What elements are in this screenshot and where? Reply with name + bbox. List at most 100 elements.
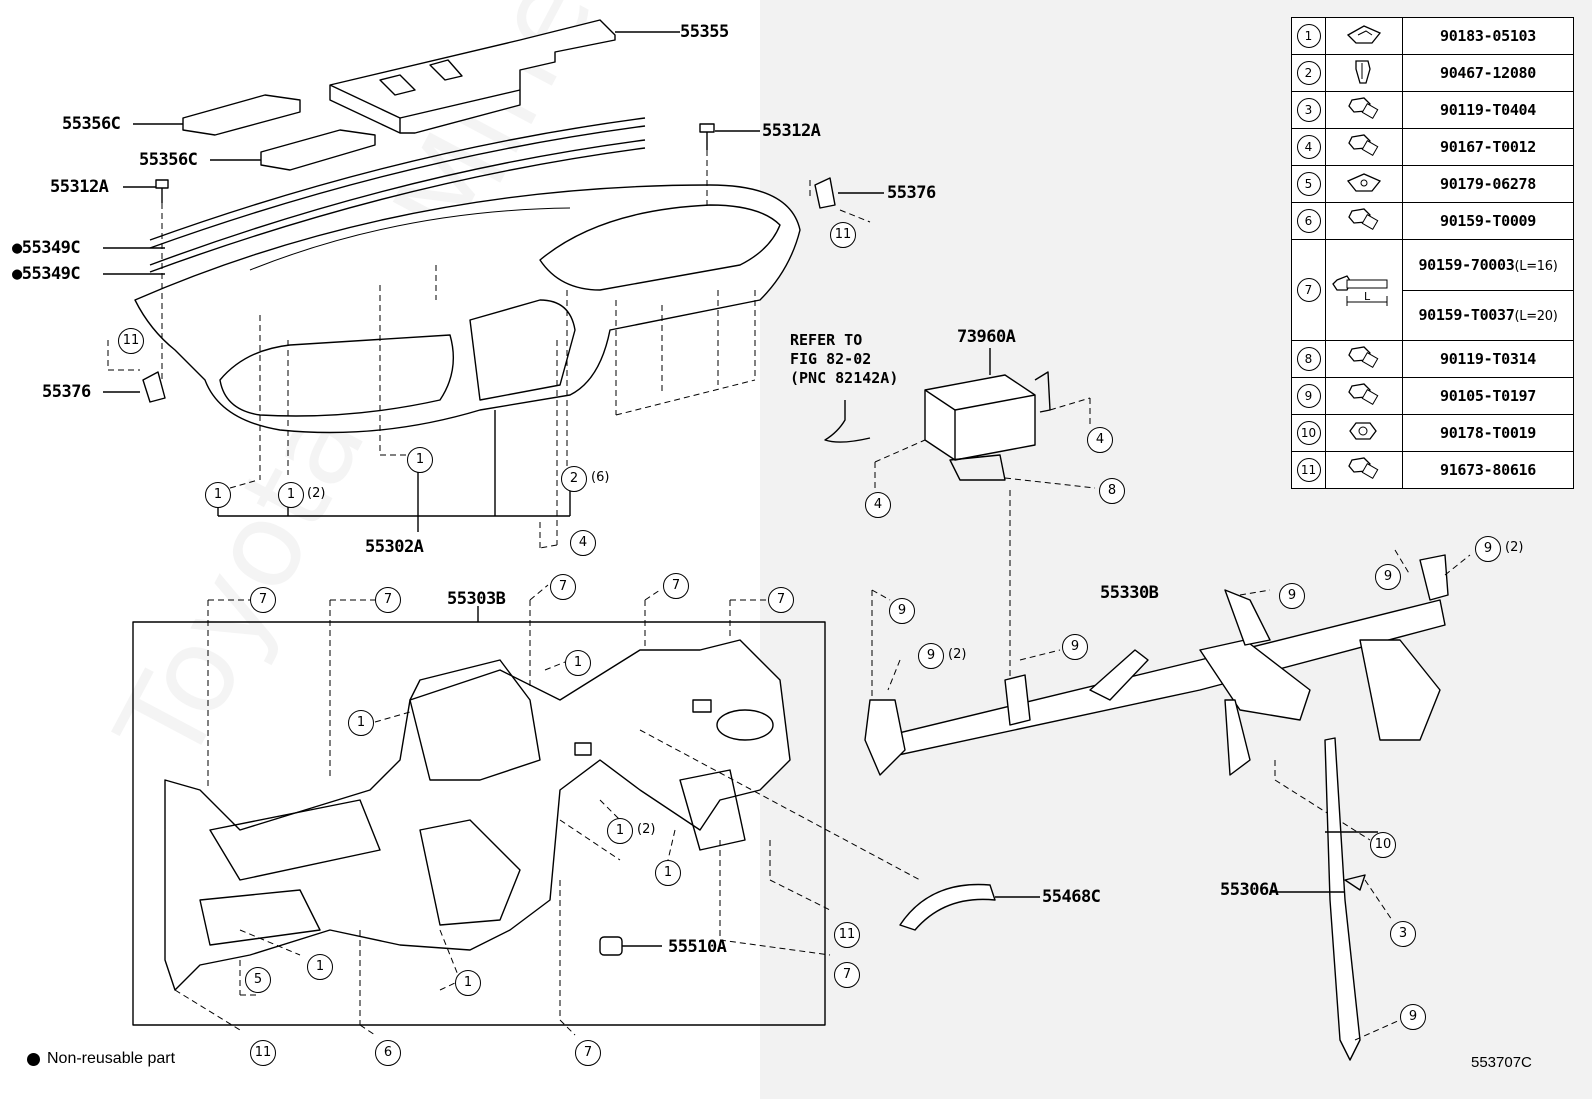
callout-8: 8: [1099, 478, 1125, 504]
table-row: 7 L 90159-70003(L=16): [1291, 239, 1574, 341]
table-row: 10 90178-T0019: [1291, 414, 1574, 452]
ecu-73960a-shape: [924, 371, 1051, 481]
legend-text: Non-reusable part: [47, 1050, 176, 1067]
row-number: 5: [1296, 172, 1321, 196]
callout-7: 7: [575, 1040, 601, 1066]
figure-id: 553707C: [1471, 1054, 1532, 1071]
part-label-55303b: 55303B: [447, 589, 506, 609]
part-label-55302a: 55302A: [365, 537, 424, 557]
callout-7: 7: [375, 587, 401, 613]
bolt-icon: [1348, 346, 1379, 369]
callout-suffix: (2): [637, 822, 656, 837]
row-number: 4: [1296, 135, 1321, 159]
callout-4: 4: [570, 530, 596, 556]
brace-55306a-shape: [1324, 737, 1361, 1061]
row-number: 3: [1296, 98, 1321, 122]
part-number: 90119-T0404: [1402, 91, 1574, 129]
bracket-55376-right-shape: [814, 177, 836, 209]
callout-7: 7: [550, 574, 576, 600]
nut-icon: [1349, 422, 1377, 440]
table-row: 5 90179-06278: [1291, 165, 1574, 203]
table-row: 8 90119-T0314: [1291, 340, 1574, 378]
callout-1: 1: [307, 954, 333, 980]
part-number: 90105-T0197: [1402, 377, 1574, 415]
clip-nut-icon: [1346, 25, 1382, 44]
callout-9: 9: [1375, 564, 1401, 590]
part-label-55330b: 55330B: [1100, 583, 1159, 603]
callout-1: 1: [655, 860, 681, 886]
part-number: 90159-T0037(L=20): [1402, 289, 1574, 341]
fastener-parts-table: 1 90183-05103 2 90467-12080 3 90119-T040…: [1291, 17, 1574, 489]
part-label-55312a-2: 55312A: [50, 177, 109, 197]
non-reusable-dot-icon: [27, 1052, 40, 1066]
pad-insulator-55356c-b-shape: [260, 129, 376, 171]
part-label-55468c: 55468C: [1042, 887, 1101, 907]
table-row: 11 91673-80616: [1291, 451, 1574, 489]
part-number: 90179-06278: [1402, 165, 1574, 203]
callout-3: 3: [1390, 921, 1416, 947]
callout-7: 7: [250, 587, 276, 613]
callout-9: 9: [889, 598, 915, 624]
bolt-55312a-right-shape: [699, 123, 715, 150]
part-number: 90167-T0012: [1402, 128, 1574, 166]
instrument-panel-55302a-shape: [134, 184, 801, 434]
part-number: 90159-T0009: [1402, 202, 1574, 240]
part-number: 90183-05103: [1402, 17, 1574, 55]
row-number: 11: [1296, 458, 1321, 482]
part-label-55312a-1: 55312A: [762, 121, 821, 141]
part-number: 90467-12080: [1402, 54, 1574, 92]
clip-nut-icon: [1346, 173, 1382, 192]
bolt-icon: [1348, 457, 1379, 480]
length-label: L: [1364, 290, 1371, 303]
part-label-55376-2: 55376: [42, 382, 91, 402]
part-number: 90159-70003(L=16): [1402, 239, 1574, 291]
bolt-icon: [1348, 134, 1379, 157]
callout-6: 6: [375, 1040, 401, 1066]
callout-1: 1: [407, 447, 433, 473]
callout-1: 1: [348, 710, 374, 736]
part-label-55355: 55355: [680, 22, 729, 42]
reinforcement-55303b-shape: [164, 639, 791, 991]
callout-4: 4: [865, 492, 891, 518]
callout-9: 9: [1475, 536, 1501, 562]
callout-suffix: (2): [948, 647, 967, 662]
part-number-b: 90159-T0037: [1418, 306, 1515, 325]
callout-1: 1: [565, 650, 591, 676]
callout-7: 7: [663, 573, 689, 599]
table-row: 3 90119-T0404: [1291, 91, 1574, 129]
row-number: 9: [1296, 384, 1321, 408]
callout-7: 7: [768, 587, 794, 613]
callout-11: 11: [834, 922, 860, 948]
part-number: 90119-T0314: [1402, 340, 1574, 378]
callout-7: 7: [834, 962, 860, 988]
table-row: 9 90105-T0197: [1291, 377, 1574, 415]
callout-11: 11: [118, 328, 144, 354]
refer-to-note: REFER TO FIG 82-02 (PNC 82142A): [790, 331, 899, 387]
legend: Non-reusable part: [27, 1050, 175, 1068]
row-number: 1: [1296, 24, 1321, 48]
length-a: (L=16): [1514, 258, 1558, 274]
part-label-55356c-2: 55356C: [139, 150, 198, 170]
part-label-55356c-1: 55356C: [62, 114, 121, 134]
row-number: 10: [1296, 421, 1321, 445]
row-number: 8: [1296, 347, 1321, 371]
clip-55510a-shape: [599, 936, 623, 956]
callout-11: 11: [830, 222, 856, 248]
callout-suffix: (2): [1505, 540, 1524, 555]
table-row: 1 90183-05103: [1291, 17, 1574, 55]
callout-9: 9: [1279, 583, 1305, 609]
callout-9: 9: [1400, 1004, 1426, 1030]
bolt-55312a-left-shape: [155, 179, 169, 203]
callout-4: 4: [1087, 427, 1113, 453]
connector-harness-shape: [824, 400, 871, 443]
long-bolt-icon: L: [1332, 275, 1388, 306]
part-label-55349c-2: ●55349C: [12, 264, 81, 284]
part-number: 91673-80616: [1402, 451, 1574, 489]
crossbeam-55330b-shape: [864, 554, 1449, 776]
bolt-icon: [1348, 97, 1379, 120]
bolt-icon: [1348, 208, 1379, 231]
pad-insulator-55356c-a-shape: [182, 94, 301, 136]
table-row: 4 90167-T0012: [1291, 128, 1574, 166]
part-label-55349c-1: ●55349C: [12, 238, 81, 258]
callout-5: 5: [245, 967, 271, 993]
